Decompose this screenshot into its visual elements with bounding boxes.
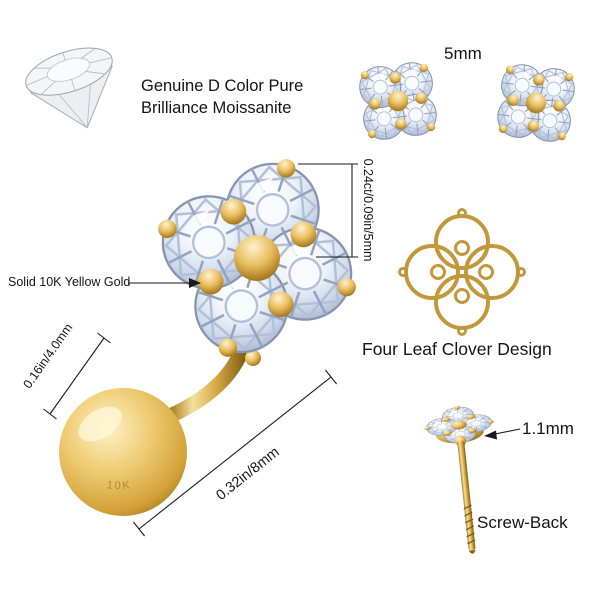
ball-highlight: [78, 406, 122, 442]
screw-threads: [463, 504, 476, 545]
earring-ball: [59, 388, 187, 516]
stone-dimension-lines: [298, 163, 358, 258]
material-pointer-line: [128, 278, 201, 288]
diamond-gem-icon: [25, 47, 113, 129]
main-earring: 10K: [59, 128, 387, 516]
svg-text:10K: 10K: [106, 479, 132, 492]
stem-joint-bead: [245, 350, 261, 366]
clover-outline-icon: [398, 208, 526, 336]
screw-post: [457, 440, 476, 551]
ball-dimension-lines: [43, 332, 111, 420]
length-dimension-lines: [132, 369, 338, 537]
quality-line-1: Genuine D Color Pure: [141, 77, 304, 95]
screwback-stud: [422, 402, 507, 554]
quality-line-2: Brilliance Moissanite: [141, 98, 292, 117]
ball-stamp: 10K: [106, 479, 130, 492]
dimension-annotations: [43, 163, 521, 537]
back-type-label: Screw-Back: [477, 513, 568, 532]
stud-right: [471, 38, 600, 167]
stud-size-label: 5mm: [444, 44, 482, 63]
stone-dimension-label: 0.24ct/0.09in/5mm: [361, 158, 375, 262]
post-diameter-label: 1.1mm: [522, 419, 574, 438]
post-pointer-line: [484, 428, 521, 440]
design-label: Four Leaf Clover Design: [362, 339, 552, 359]
material-label: Solid 10K Yellow Gold: [8, 275, 131, 289]
earring-clover-head: [127, 128, 388, 389]
screw-tip: [468, 549, 476, 554]
quality-label: Genuine D Color Pure Brilliance Moissani…: [141, 76, 303, 120]
